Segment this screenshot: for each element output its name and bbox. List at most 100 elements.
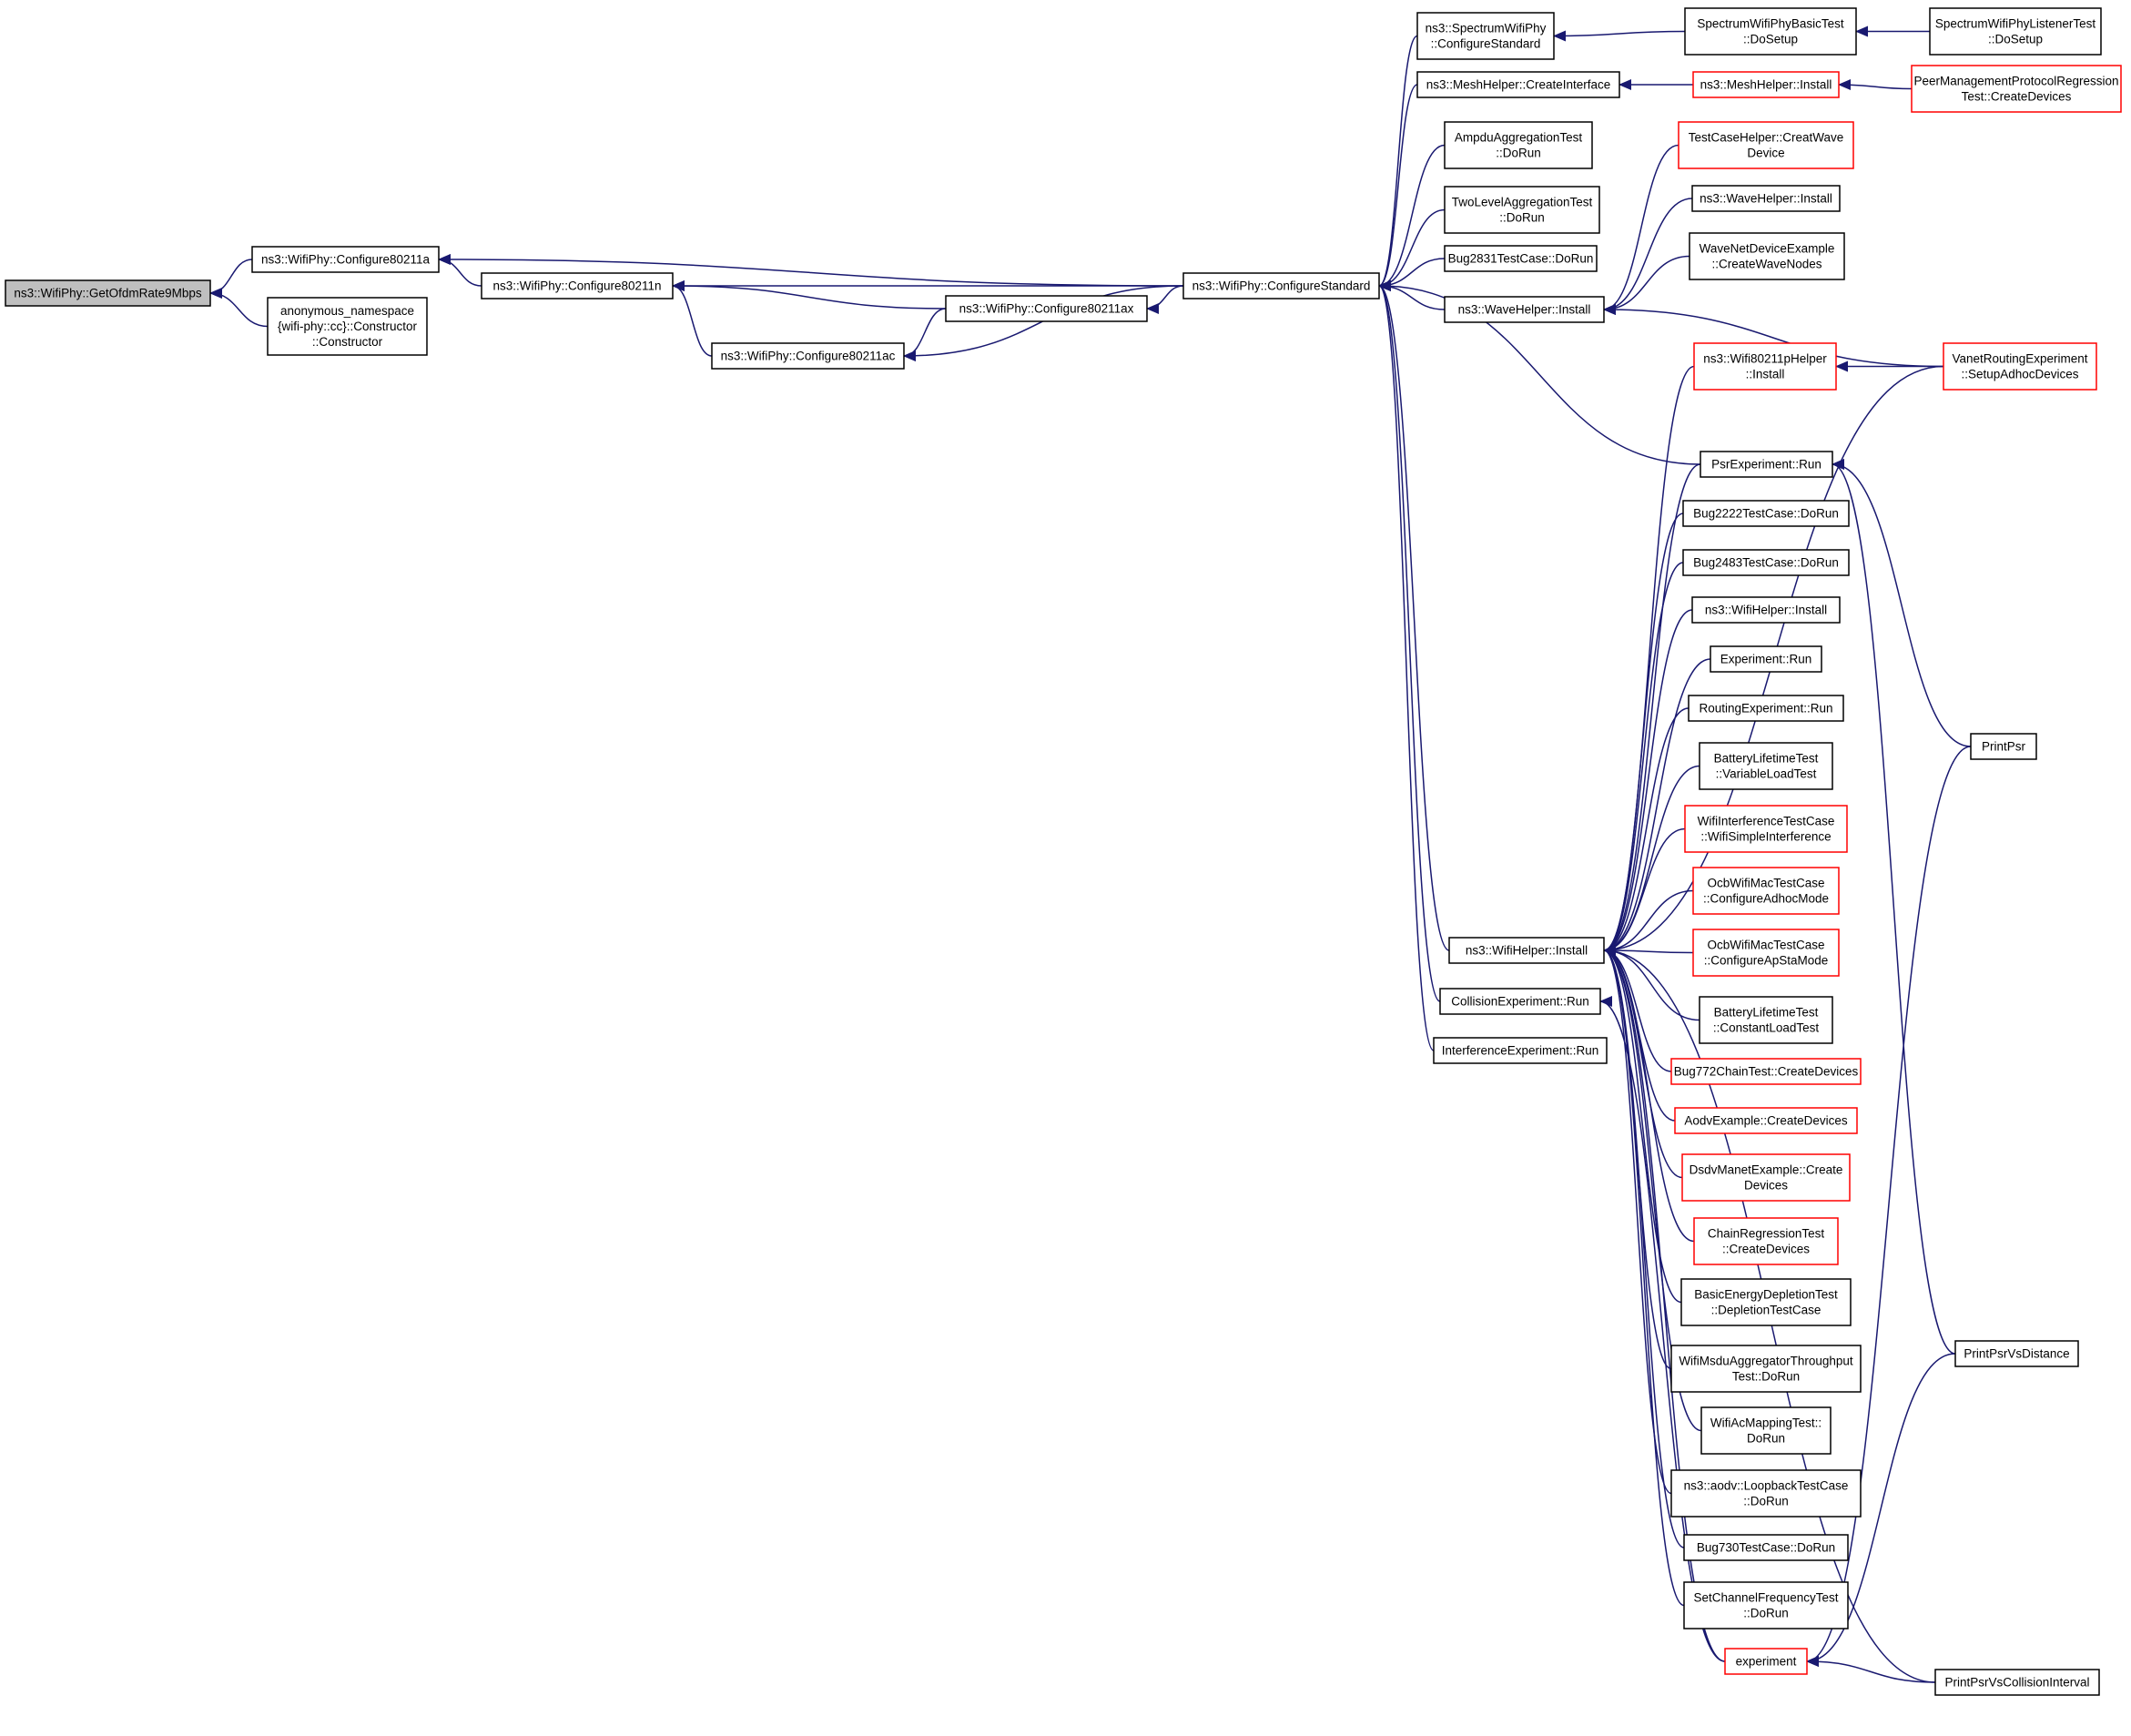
function-node[interactable]: DsdvManetExample::CreateDevices — [1681, 1153, 1851, 1202]
function-node[interactable]: WaveNetDeviceExample::CreateWaveNodes — [1689, 232, 1845, 280]
node-box[interactable] — [251, 246, 440, 273]
function-node[interactable]: ns3::WifiPhy::GetOfdmRate9Mbps — [5, 279, 211, 307]
function-node[interactable]: PrintPsrVsCollisionInterval — [1934, 1669, 2100, 1696]
node-box[interactable] — [1693, 1217, 1839, 1265]
function-node[interactable]: TwoLevelAggregationTest::DoRun — [1444, 186, 1600, 234]
function-node[interactable]: ns3::WifiPhy::Configure80211a — [251, 246, 440, 273]
node-box[interactable] — [1678, 121, 1854, 169]
node-box[interactable] — [1416, 71, 1620, 98]
node-box[interactable] — [1699, 742, 1833, 790]
function-node[interactable]: RoutingExperiment::Run — [1688, 695, 1844, 722]
node-box[interactable] — [1433, 1037, 1608, 1064]
function-node[interactable]: AmpduAggregationTest::DoRun — [1444, 121, 1593, 169]
function-node[interactable]: ns3::MeshHelper::Install — [1692, 71, 1840, 98]
node-box[interactable] — [1954, 1340, 2079, 1367]
node-box[interactable] — [1692, 929, 1840, 977]
node-box[interactable] — [711, 342, 905, 370]
node-box[interactable] — [1682, 500, 1850, 527]
function-node[interactable]: Experiment::Run — [1710, 645, 1822, 673]
node-box[interactable] — [1684, 805, 1848, 853]
node-box[interactable] — [481, 272, 674, 299]
node-box[interactable] — [1444, 121, 1593, 169]
function-node[interactable]: BatteryLifetimeTest::VariableLoadTest — [1699, 742, 1833, 790]
function-node[interactable]: OcbWifiMacTestCase::ConfigureAdhocMode — [1692, 867, 1840, 915]
node-box[interactable] — [1700, 451, 1833, 478]
node-box[interactable] — [1448, 937, 1605, 964]
node-box[interactable] — [1699, 996, 1833, 1044]
function-node[interactable]: ns3::MeshHelper::CreateInterface — [1416, 71, 1620, 98]
function-node[interactable]: SpectrumWifiPhyListenerTest::DoSetup — [1929, 7, 2102, 56]
function-node[interactable]: Bug772ChainTest::CreateDevices — [1670, 1058, 1862, 1085]
node-box[interactable] — [1680, 1278, 1852, 1326]
function-node[interactable]: SetChannelFrequencyTest::DoRun — [1683, 1581, 1849, 1629]
function-node[interactable]: ns3::WifiPhy::Configure80211ac — [711, 342, 905, 370]
node-box[interactable] — [1693, 342, 1837, 391]
node-box[interactable] — [1692, 867, 1840, 915]
function-node[interactable]: PrintPsrVsDistance — [1954, 1340, 2079, 1367]
function-node[interactable]: Bug730TestCase::DoRun — [1683, 1534, 1849, 1561]
node-box[interactable] — [1710, 645, 1822, 673]
function-node[interactable]: ns3::WifiPhy::Configure80211ax — [945, 295, 1148, 322]
node-box[interactable] — [1929, 7, 2102, 56]
node-box[interactable] — [1670, 1058, 1862, 1085]
function-node[interactable]: PrintPsr — [1970, 733, 2037, 760]
function-node[interactable]: Bug2831TestCase::DoRun — [1444, 245, 1598, 272]
node-box[interactable] — [1444, 186, 1600, 234]
node-box[interactable] — [1911, 65, 2122, 113]
node-box[interactable] — [1683, 1534, 1849, 1561]
function-node[interactable]: ns3::WifiHelper::Install — [1448, 937, 1605, 964]
node-box[interactable] — [5, 279, 211, 307]
function-node[interactable]: CollisionExperiment::Run — [1439, 988, 1601, 1015]
function-node[interactable]: InterferenceExperiment::Run — [1433, 1037, 1608, 1064]
node-box[interactable] — [1182, 272, 1380, 299]
node-box[interactable] — [1692, 71, 1840, 98]
node-box[interactable] — [1682, 549, 1850, 576]
function-node[interactable]: ns3::WaveHelper::Install — [1691, 185, 1841, 212]
node-box[interactable] — [1970, 733, 2037, 760]
function-node[interactable]: ns3::WaveHelper::Install — [1444, 296, 1605, 323]
function-node[interactable]: PeerManagementProtocolRegressionTest::Cr… — [1911, 65, 2122, 113]
node-box[interactable] — [267, 297, 428, 356]
node-box[interactable] — [1700, 1406, 1832, 1455]
node-box[interactable] — [1670, 1345, 1862, 1393]
function-node[interactable]: VanetRoutingExperiment::SetupAdhocDevice… — [1943, 342, 2097, 391]
function-node[interactable]: WifiInterferenceTestCase::WifiSimpleInte… — [1684, 805, 1848, 853]
node-box[interactable] — [1670, 1469, 1862, 1518]
node-box[interactable] — [1444, 296, 1605, 323]
function-node[interactable]: SpectrumWifiPhyBasicTest::DoSetup — [1684, 7, 1857, 56]
function-node[interactable]: BasicEnergyDepletionTest::DepletionTestC… — [1680, 1278, 1852, 1326]
function-node[interactable]: ns3::aodv::LoopbackTestCase::DoRun — [1670, 1469, 1862, 1518]
function-node[interactable]: Bug2483TestCase::DoRun — [1682, 549, 1850, 576]
function-node[interactable]: Bug2222TestCase::DoRun — [1682, 500, 1850, 527]
node-box[interactable] — [1688, 695, 1844, 722]
function-node[interactable]: anonymous_namespace{wifi-phy::cc}::Const… — [267, 297, 428, 356]
function-node[interactable]: experiment — [1724, 1648, 1808, 1675]
function-node[interactable]: ns3::WifiHelper::Install — [1691, 596, 1841, 624]
node-box[interactable] — [1691, 185, 1841, 212]
node-box[interactable] — [1681, 1153, 1851, 1202]
node-box[interactable] — [1943, 342, 2097, 391]
function-node[interactable]: ns3::WifiPhy::Configure80211n — [481, 272, 674, 299]
node-box[interactable] — [1691, 596, 1841, 624]
node-box[interactable] — [1439, 988, 1601, 1015]
node-box[interactable] — [1724, 1648, 1808, 1675]
function-node[interactable]: ns3::WifiPhy::ConfigureStandard — [1182, 272, 1380, 299]
function-node[interactable]: BatteryLifetimeTest::ConstantLoadTest — [1699, 996, 1833, 1044]
function-node[interactable]: ns3::SpectrumWifiPhy::ConfigureStandard — [1416, 12, 1555, 60]
function-node[interactable]: ChainRegressionTest::CreateDevices — [1693, 1217, 1839, 1265]
node-box[interactable] — [1683, 1581, 1849, 1629]
node-box[interactable] — [1689, 232, 1845, 280]
node-box[interactable] — [1674, 1107, 1858, 1134]
node-box[interactable] — [1444, 245, 1598, 272]
function-node[interactable]: WifiAcMappingTest::DoRun — [1700, 1406, 1832, 1455]
function-node[interactable]: PsrExperiment::Run — [1700, 451, 1833, 478]
function-node[interactable]: ns3::Wifi80211pHelper::Install — [1693, 342, 1837, 391]
node-box[interactable] — [1934, 1669, 2100, 1696]
node-box[interactable] — [945, 295, 1148, 322]
node-box[interactable] — [1416, 12, 1555, 60]
function-node[interactable]: OcbWifiMacTestCase::ConfigureApStaMode — [1692, 929, 1840, 977]
node-box[interactable] — [1684, 7, 1857, 56]
function-node[interactable]: AodvExample::CreateDevices — [1674, 1107, 1858, 1134]
